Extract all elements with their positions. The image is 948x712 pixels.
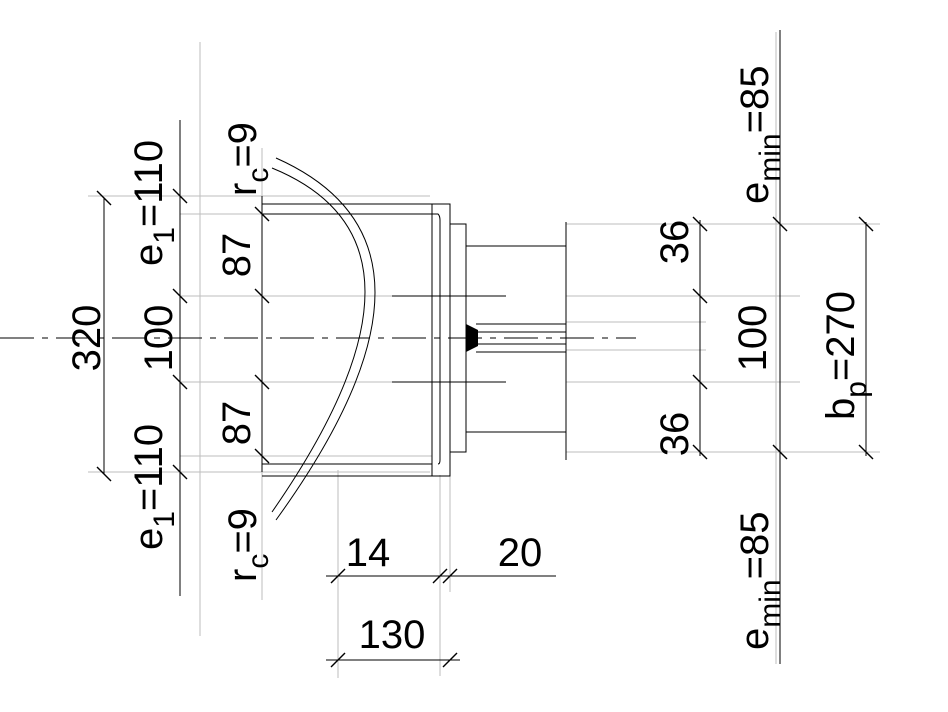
label-rc-top: rc=9 [221,122,275,196]
chs-wall [271,157,376,521]
label-emin-bottom: emin=85 [733,512,787,650]
label-centre-spacing-right: 100 [731,305,775,372]
bolts [392,295,506,383]
label-edge-left-top: 87 [215,233,259,278]
label-edge-left-bottom: 87 [215,401,259,446]
label-e1-top: e1=110 [127,140,181,266]
label-emin-top: emin=85 [733,66,787,204]
label-e1-bottom: e1=110 [127,424,181,550]
label-edge-right-top: 36 [653,220,697,265]
label-plate-depth: 130 [359,613,426,657]
dimension-lines [103,30,867,664]
label-plate-thickness: 20 [498,531,543,575]
label-rc-bottom: rc=9 [221,508,275,582]
end-plate [262,203,467,477]
dimension-ticks [96,188,874,668]
extension-lines [88,32,880,678]
label-bp: bp=270 [819,291,873,420]
label-flange-thickness: 14 [346,531,391,575]
label-edge-right-bottom: 36 [653,412,697,457]
label-overall-width: 320 [65,305,109,372]
weld-mark [466,324,478,352]
label-centre-spacing-left: 100 [137,305,181,372]
beam [466,222,567,460]
